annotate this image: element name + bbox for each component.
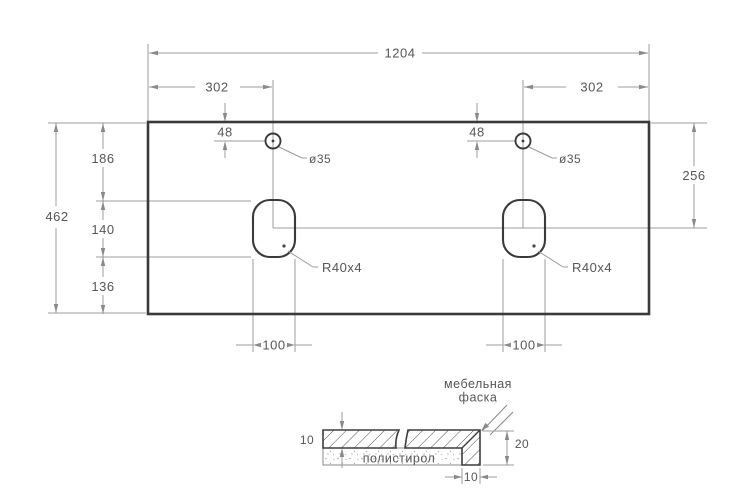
dim-edge-height: 20 [483,430,529,466]
dim-faucet-depth-left: 48 [217,103,232,158]
dim-label-10-top: 10 [300,433,314,447]
dim-label-dia35-left: ø35 [309,152,331,166]
chamfer-label-line2: фаска [459,391,498,405]
dim-label-140: 140 [91,222,114,237]
dim-cutout-width-left: 100 [236,338,312,353]
dim-overall-depth: 462 [45,123,68,313]
dim-overall-width: 1204 [149,46,648,61]
dim-label-48-right: 48 [469,125,484,140]
dim-top-thickness: 10 [300,412,345,468]
edge-section-view: полистирол мебельная фаска 10 20 [300,377,529,484]
countertop-outline [146,120,651,316]
dim-label-1204: 1204 [385,46,416,61]
basin-cutout-left: R40x4 [251,198,362,275]
dim-label-186: 186 [91,151,114,166]
dim-depth-chain: 186 140 136 [91,123,114,314]
chamfer-label-line1: мебельная [444,377,512,391]
dim-label-136: 136 [91,279,114,294]
dim-edge-width: 10 [445,468,497,484]
slab-right-segment [404,429,481,466]
dim-label-462: 462 [45,209,68,224]
dim-label-r40-left: R40x4 [322,260,362,275]
faucet-hole-left: ø35 [264,132,331,166]
dim-label-r40-right: R40x4 [572,260,612,275]
faucet-hole-right: ø35 [514,132,581,166]
dim-label-256: 256 [682,168,705,183]
dim-label-302-right: 302 [580,80,603,95]
dim-label-48-left: 48 [217,125,232,140]
dim-label-100-right: 100 [512,338,535,353]
dim-label-302-left: 302 [205,80,228,95]
dim-cutout-width-right: 100 [486,338,562,353]
basin-cutout-right: R40x4 [501,198,612,275]
dim-faucet-depth-right: 48 [469,103,484,158]
dim-label-dia35-right: ø35 [559,152,581,166]
dim-label-100-left: 100 [262,338,285,353]
dim-right-center-depth: 256 [682,123,705,228]
dim-left-offset: 302 [149,80,272,95]
chamfer-callout: мебельная фаска [444,377,514,436]
extension-lines [48,44,707,352]
dim-right-offset: 302 [524,80,648,95]
slab-left-segment [322,429,401,449]
material-label: полистирол [363,452,436,466]
chamfer-joint-line [461,430,480,449]
dim-label-10-bottom: 10 [464,470,478,484]
dim-label-20: 20 [515,437,529,451]
